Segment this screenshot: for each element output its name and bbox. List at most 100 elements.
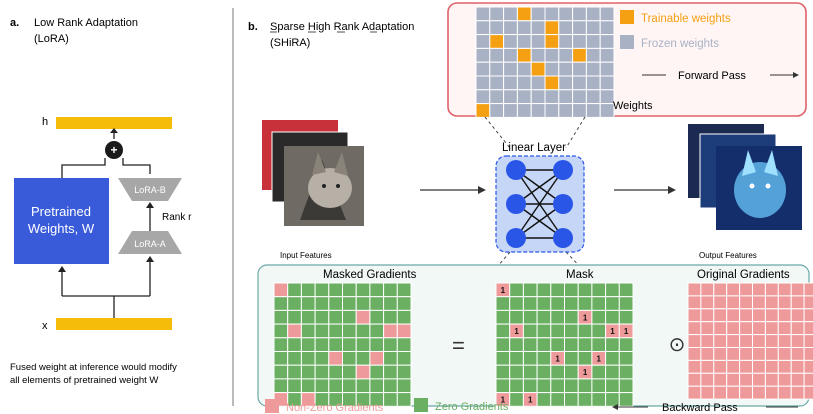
- hadamard-operator: ⊙: [669, 334, 686, 356]
- nonzero-gradient-cell: [383, 323, 398, 339]
- frozen-weight-cell: [475, 34, 491, 49]
- original-gradient-cell: [790, 359, 805, 374]
- original-gradient-cell: [764, 372, 779, 387]
- input-features-images: [262, 120, 364, 226]
- zero-gradient-cell: [495, 364, 511, 380]
- frozen-weight-cell: [489, 103, 505, 118]
- panel-a-subtitle: (LoRA): [34, 33, 69, 45]
- zero-gradient-cell: [314, 323, 330, 339]
- panel-b-title: Sparse High Rank Adaptation: [270, 21, 414, 33]
- zero-gradient-cell: [591, 392, 607, 407]
- frozen-weight-cell: [585, 6, 601, 22]
- zero-gradient-cell: [591, 309, 607, 325]
- zero-gradient-cell: [522, 378, 538, 394]
- frozen-weight-cell: [558, 75, 574, 91]
- trainable-weight-cell: [475, 103, 491, 118]
- frozen-weight-cell: [516, 75, 532, 91]
- zero-gradient-cell: [495, 378, 511, 394]
- zero-gradient-cell: [314, 364, 330, 380]
- zero-gradient-cell: [591, 337, 607, 352]
- equals-sign: =: [452, 333, 465, 358]
- original-gradient-cell: [739, 347, 753, 361]
- nonzero-gradient-cell: [355, 309, 371, 325]
- frozen-weight-cell: [585, 47, 601, 63]
- zero-gradient-cell: [591, 282, 607, 298]
- plus-node: [105, 141, 123, 159]
- original-gradient-cell: [687, 308, 702, 323]
- zero-gradient-cell: [618, 378, 634, 394]
- zero-gradient-cell: [495, 296, 511, 311]
- zero-gradient-cell: [564, 337, 579, 352]
- zero-gradient-cell: [577, 323, 593, 339]
- zero-gradient-cell: [273, 351, 289, 366]
- masked-gradients-grid: [273, 282, 412, 407]
- original-gradient-cell: [752, 295, 766, 310]
- original-gradient-cell: [764, 282, 779, 297]
- zero-gradient-cell: [273, 364, 289, 380]
- zero-gradient-cell: [522, 337, 538, 352]
- masked-gradients-title: Masked Gradients: [323, 269, 417, 281]
- frozen-weight-cell: [558, 89, 574, 105]
- weights-grid: [475, 6, 615, 118]
- original-gradient-cell: [739, 372, 753, 387]
- zero-gradient-cell: [605, 351, 620, 366]
- frozen-weight-cell: [530, 20, 546, 36]
- zero-gradient-cell: [564, 282, 579, 298]
- nonzero-gradient-cell: [396, 323, 412, 339]
- zero-gradient-cell: [536, 323, 552, 339]
- zero-gradient-cell: [509, 364, 524, 380]
- frozen-weight-cell: [475, 89, 491, 105]
- frozen-weight-cell: [503, 89, 518, 105]
- zero-gradient-cell: [509, 392, 524, 407]
- zero-gradient-cell: [577, 296, 593, 311]
- zero-gradient-cell: [522, 364, 538, 380]
- lora-b-block: [118, 178, 182, 201]
- zero-gradient-cell: [495, 323, 511, 339]
- frozen-weight-cell: [585, 20, 601, 36]
- original-gradient-cell: [726, 385, 741, 400]
- output-h-bar: [56, 117, 172, 129]
- zero-gradient-cell: [550, 364, 565, 380]
- zero-gradient-cell: [550, 378, 565, 394]
- frozen-weight-cell: [585, 34, 601, 49]
- zero-gradient-cell: [577, 351, 593, 366]
- pretrained-weights-block: [14, 178, 109, 264]
- frozen-weight-cell: [572, 103, 587, 118]
- zero-gradient-cell: [577, 392, 593, 407]
- original-gradient-cell: [764, 334, 779, 349]
- original-gradient-cell: [700, 295, 715, 310]
- zero-gradient-cell: [355, 282, 371, 298]
- backward-arrowhead: [612, 404, 618, 410]
- original-gradient-cell: [713, 295, 728, 310]
- panel-a-letter: a.: [10, 17, 19, 29]
- frozen-weight-cell: [558, 103, 574, 118]
- original-gradient-cell: [687, 359, 702, 374]
- zero-gradient-cell: [509, 351, 524, 366]
- zero-gradient-cell: [550, 337, 565, 352]
- zero-gradient-cell: [369, 378, 385, 394]
- nonzero-gradient-cell: [273, 282, 289, 298]
- zero-gradient-cell: [522, 351, 538, 366]
- frozen-weight-cell: [503, 47, 518, 63]
- original-gradient-cell: [700, 321, 715, 336]
- nonzero-gradient-cell: [328, 351, 343, 366]
- pretrained-label-line1: Pretrained: [31, 204, 91, 219]
- forward-arrowhead: [793, 72, 799, 78]
- zero-gradient-cell: [618, 364, 634, 380]
- frozen-weight-cell: [503, 61, 518, 77]
- frozen-weight-cell: [516, 61, 532, 77]
- zero-gradient-cell: [273, 378, 289, 394]
- zero-gradient-cell: [300, 378, 316, 394]
- original-gradient-cell: [726, 295, 741, 310]
- original-gradient-cell: [687, 372, 702, 387]
- frozen-weight-cell: [599, 6, 615, 22]
- nonzero-legend-swatch: [265, 399, 279, 413]
- frozen-weight-cell: [558, 61, 574, 77]
- zero-gradient-cell: [509, 296, 524, 311]
- zero-gradient-cell: [328, 309, 343, 325]
- frozen-weight-cell: [489, 47, 505, 63]
- original-gradient-cell: [700, 359, 715, 374]
- mask-one-label: 1: [501, 395, 506, 404]
